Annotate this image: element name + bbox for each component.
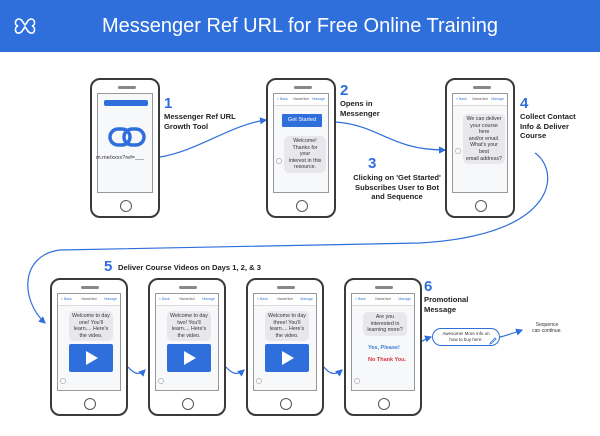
step-3-number: 3 [368, 155, 377, 172]
play-icon[interactable] [184, 351, 196, 365]
video-player[interactable] [265, 344, 309, 372]
video-message-bubble: Welcome to day two! You'll learn.... Her… [167, 311, 211, 342]
promo-info-bubble: Awesome! More info on how to buy here: [432, 328, 500, 346]
step-4-number: 4 [520, 95, 529, 112]
chat-topbar: < Back Name/bot Manage [156, 294, 218, 306]
phone-video-day-1: < Back Name/bot Manage Welcome to day on… [50, 278, 128, 416]
bot-avatar [276, 158, 282, 164]
phone-screen: < Back Name/bot Manage We can deliver yo… [452, 93, 508, 193]
phone-video-day-2: < Back Name/bot Manage Welcome to day tw… [148, 278, 226, 416]
back-link[interactable]: < Back [277, 97, 288, 101]
manage-link[interactable]: Manage [300, 297, 313, 301]
phone-screen: < Back Name/bot Manage Welcome to day tw… [155, 293, 219, 391]
phone-speaker [294, 86, 312, 89]
phone-speaker [277, 286, 295, 289]
chat-topbar: < Back Name/bot Manage [352, 294, 414, 306]
bot-avatar [158, 378, 164, 384]
chat-topbar: < Back Name/bot Manage [274, 94, 328, 106]
step-3-text: Clicking on 'Get Started' Subscribes Use… [353, 173, 441, 202]
chat-name: Name/bot [81, 297, 97, 301]
pencil-icon [489, 337, 497, 345]
phone-speaker [179, 286, 197, 289]
step-5-number: 5 [104, 258, 113, 275]
manage-link[interactable]: Manage [104, 297, 117, 301]
phone-promotional: < Back Name/bot Manage Are you intereste… [344, 278, 422, 416]
chat-topbar: < Back Name/bot Manage [453, 94, 507, 106]
step-6-text: Promotional Message [424, 295, 469, 314]
phone-speaker [118, 86, 136, 89]
step-5-text: Deliver Course Videos on Days 1, 2, & 3 [118, 263, 261, 272]
bot-avatar [60, 378, 66, 384]
url-bar [104, 100, 148, 106]
back-link[interactable]: < Back [61, 297, 72, 301]
phone-home-button [280, 398, 292, 410]
messenger-logo-icon [14, 18, 36, 34]
header-banner: Messenger Ref URL for Free Online Traini… [0, 0, 600, 52]
manage-link[interactable]: Manage [202, 297, 215, 301]
back-link[interactable]: < Back [355, 297, 366, 301]
phone-home-button [378, 398, 390, 410]
back-link[interactable]: < Back [159, 297, 170, 301]
chat-name: Name/bot [179, 297, 195, 301]
phone-home-button [120, 200, 132, 212]
video-message-bubble: Welcome to day three! You'll learn.... H… [265, 311, 309, 342]
manage-link[interactable]: Manage [491, 97, 504, 101]
chat-name: Name/bot [472, 97, 488, 101]
step-6-number: 6 [424, 278, 433, 295]
chat-name: Name/bot [293, 97, 309, 101]
phone-screen [97, 93, 153, 193]
sequence-continue-text: Sequence can continue. [532, 322, 562, 334]
phone-screen: < Back Name/bot Manage Get Started Welco… [273, 93, 329, 193]
play-icon[interactable] [86, 351, 98, 365]
video-player[interactable] [69, 344, 113, 372]
promo-question-bubble: Are you interested in learning more? [363, 312, 407, 336]
manage-link[interactable]: Manage [398, 297, 411, 301]
phone-screen: < Back Name/bot Manage Are you intereste… [351, 293, 415, 391]
phone-home-button [296, 200, 308, 212]
no-thank-you-reply[interactable]: No Thank You. [368, 357, 406, 363]
phone-speaker [473, 86, 491, 89]
video-player[interactable] [167, 344, 211, 372]
bot-avatar [455, 148, 461, 154]
phone-screen: < Back Name/bot Manage Welcome to day th… [253, 293, 317, 391]
phone-collect-contact: < Back Name/bot Manage We can deliver yo… [445, 78, 515, 218]
back-link[interactable]: < Back [456, 97, 467, 101]
step-2-text: Opens in Messenger [340, 99, 380, 118]
step-4-text: Collect Contact Info & Deliver Course [520, 112, 576, 141]
phone-home-button [182, 398, 194, 410]
get-started-button[interactable]: Get Started [282, 114, 322, 127]
chain-link-icon [108, 127, 146, 147]
phone-opens-messenger: < Back Name/bot Manage Get Started Welco… [266, 78, 336, 218]
step-1-text: Messenger Ref URL Growth Tool [164, 112, 236, 131]
chat-topbar: < Back Name/bot Manage [254, 294, 316, 306]
yes-please-reply[interactable]: Yes, Please! [368, 345, 400, 351]
play-icon[interactable] [282, 351, 294, 365]
phone-speaker [375, 286, 393, 289]
step-2-number: 2 [340, 82, 349, 99]
video-message-bubble: Welcome to day one! You'll learn.... Her… [69, 311, 113, 342]
manage-link[interactable]: Manage [312, 97, 325, 101]
ref-url-text: m.me/xxxx?ref=___ [96, 155, 145, 161]
phone-home-button [84, 398, 96, 410]
bot-avatar [354, 378, 360, 384]
welcome-bubble: Welcome! Thanks for your interest in thi… [284, 136, 326, 173]
page-title: Messenger Ref URL for Free Online Traini… [101, 15, 499, 37]
email-request-bubble: We can deliver your course here and/or e… [463, 114, 505, 165]
phone-video-day-3: < Back Name/bot Manage Welcome to day th… [246, 278, 324, 416]
chat-name: Name/bot [277, 297, 293, 301]
chat-topbar: < Back Name/bot Manage [58, 294, 120, 306]
step-1-number: 1 [164, 95, 173, 112]
phone-speaker [81, 286, 99, 289]
phone-screen: < Back Name/bot Manage Welcome to day on… [57, 293, 121, 391]
back-link[interactable]: < Back [257, 297, 268, 301]
bot-avatar [256, 378, 262, 384]
phone-ref-url [90, 78, 160, 218]
chat-name: Name/bot [375, 297, 391, 301]
phone-home-button [475, 200, 487, 212]
